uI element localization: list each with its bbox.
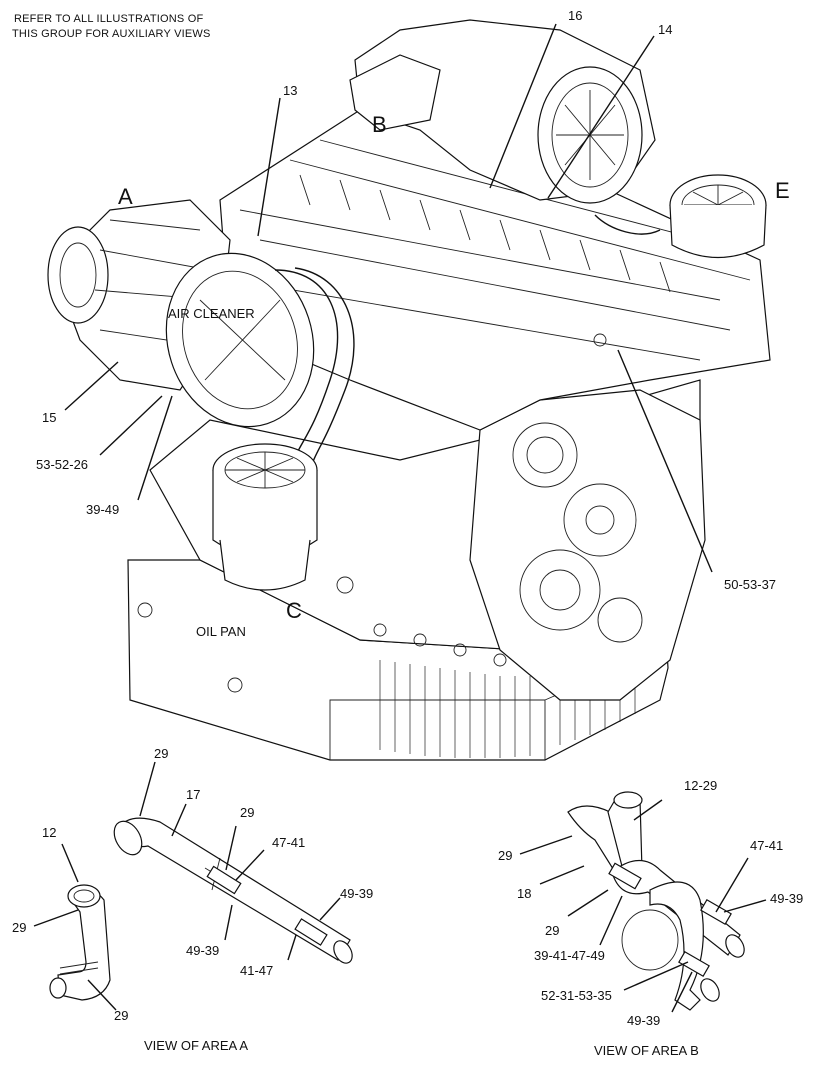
view-b-callout-49-39-right: 49-39: [770, 891, 803, 906]
view-a-callout-29-mid: 29: [240, 805, 254, 820]
view-b-callout-47-41: 47-41: [750, 838, 783, 853]
callout-53-52-26: 53-52-26: [36, 457, 88, 472]
area-letter-e: E: [775, 178, 790, 203]
view-a-callout-49-39-left: 49-39: [186, 943, 219, 958]
view-b-callout-39-41-47-49: 39-41-47-49: [534, 948, 605, 963]
view-b-callout-29-b: 29: [545, 923, 559, 938]
oil-pan-label: OIL PAN: [196, 624, 246, 639]
view-a-callout-41-47: 41-47: [240, 963, 273, 978]
view-area-a: 29 17 29 47-41 49-39 49-39 41-47 12 29 2…: [12, 746, 373, 1053]
header-note-line-2: THIS GROUP FOR AUXILIARY VIEWS: [12, 28, 211, 40]
view-b-caption: VIEW OF AREA B: [594, 1043, 699, 1058]
area-letter-c: C: [286, 598, 302, 623]
callout-14: 14: [658, 22, 672, 37]
view-b-callout-49-39-bottom: 49-39: [627, 1013, 660, 1028]
air-cleaner-label: AIR CLEANER: [168, 306, 255, 321]
view-a-callout-29-left: 29: [12, 920, 26, 935]
callout-39-49: 39-49: [86, 502, 119, 517]
view-b-callout-12-29: 12-29: [684, 778, 717, 793]
callout-16: 16: [568, 8, 582, 23]
view-area-b: 12-29 29 18 29 47-41 49-39 39-41-47-49 5…: [498, 778, 803, 1058]
area-letter-a: A: [118, 184, 133, 209]
header-note-line-1: REFER TO ALL ILLUSTRATIONS OF: [14, 13, 203, 25]
view-b-callout-29-a: 29: [498, 848, 512, 863]
view-a-callout-47-41: 47-41: [272, 835, 305, 850]
engine-illustration: [47, 19, 771, 761]
view-a-callout-12: 12: [42, 825, 56, 840]
area-letter-b: B: [372, 112, 387, 137]
callout-50-53-37: 50-53-37: [724, 577, 776, 592]
callout-13: 13: [283, 83, 297, 98]
view-a-caption: VIEW OF AREA A: [144, 1038, 248, 1053]
view-a-callout-29-bottom: 29: [114, 1008, 128, 1023]
view-a-callout-49-39-right: 49-39: [340, 886, 373, 901]
view-b-callout-18: 18: [517, 886, 531, 901]
callout-15: 15: [42, 410, 56, 425]
view-b-callout-52-31-53-35: 52-31-53-35: [541, 988, 612, 1003]
view-a-callout-17: 17: [186, 787, 200, 802]
main-callouts: 16 14 13 15 53-52-26 39-49 50-53-37: [36, 8, 776, 592]
view-a-callout-29-top: 29: [154, 746, 168, 761]
